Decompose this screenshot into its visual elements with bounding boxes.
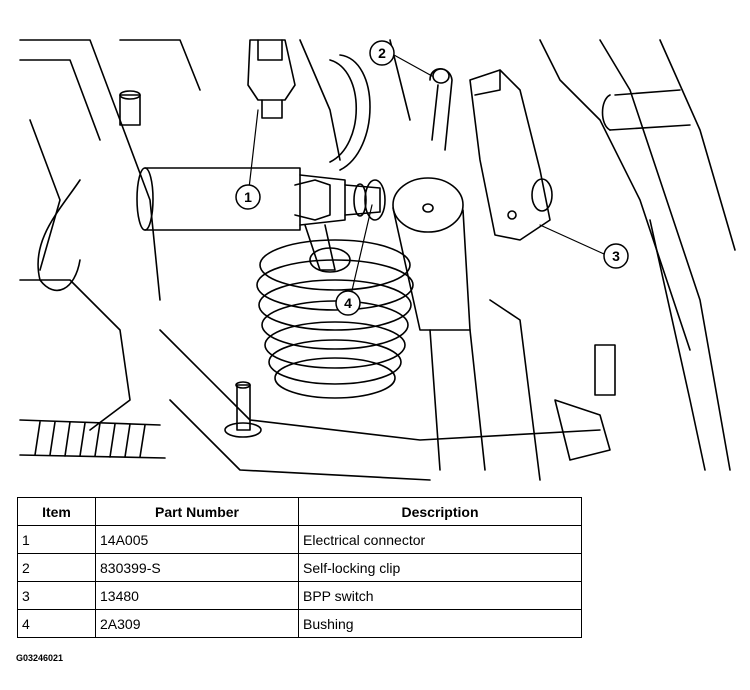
table-row: 4 2A309 Bushing [17, 609, 582, 638]
cell-part-number: 830399-S [95, 553, 299, 582]
svg-text:3: 3 [612, 248, 620, 264]
table-row: 2 830399-S Self-locking clip [17, 553, 582, 582]
cell-description: Bushing [298, 609, 582, 638]
cell-description: BPP switch [298, 581, 582, 610]
parts-table: Item Part Number Description 1 14A005 El… [17, 497, 582, 638]
table-row: 3 13480 BPP switch [17, 581, 582, 610]
svg-text:1: 1 [244, 189, 252, 205]
table-row: 1 14A005 Electrical connector [17, 525, 582, 554]
cell-item: 1 [17, 525, 96, 554]
callout-3: 3 [603, 243, 629, 269]
figure-code: G03246021 [16, 653, 64, 663]
callout-1: 1 [235, 184, 261, 210]
cell-description: Electrical connector [298, 525, 582, 554]
cell-item: 4 [17, 609, 96, 638]
column-header-description: Description [298, 497, 582, 526]
cell-part-number: 13480 [95, 581, 299, 610]
cell-part-number: 2A309 [95, 609, 299, 638]
cell-item: 2 [17, 553, 96, 582]
callout-2: 2 [369, 40, 395, 66]
table-header-row: Item Part Number Description [17, 497, 582, 526]
cell-description: Self-locking clip [298, 553, 582, 582]
callout-4: 4 [335, 290, 361, 316]
svg-text:4: 4 [344, 295, 352, 311]
cell-item: 3 [17, 581, 96, 610]
column-header-part-number: Part Number [95, 497, 299, 526]
cell-part-number: 14A005 [95, 525, 299, 554]
brake-pedal-switch-illustration: 1 2 3 4 [19, 39, 736, 481]
svg-text:2: 2 [378, 45, 386, 61]
column-header-item: Item [17, 497, 96, 526]
